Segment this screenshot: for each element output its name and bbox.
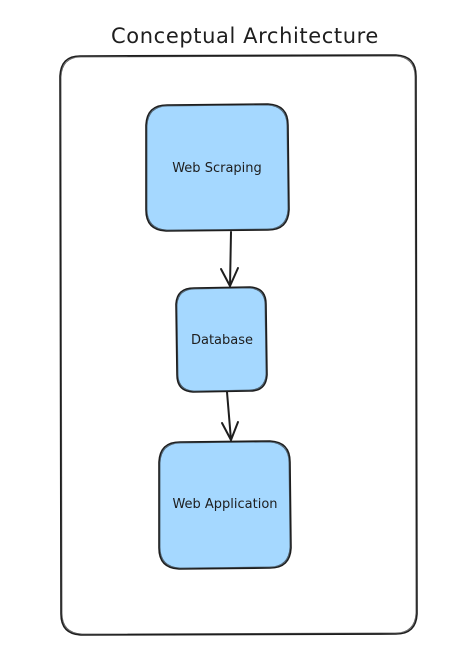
node-web-scraping[interactable]: Web Scraping — [145, 103, 290, 232]
node-label-web-application: Web Application — [172, 497, 277, 512]
node-label-web-scraping: Web Scraping — [172, 161, 262, 176]
node-database[interactable]: Database — [175, 286, 268, 393]
arrow-scraping-to-database — [220, 231, 239, 287]
diagram-title: Conceptual Architecture — [111, 24, 379, 48]
node-web-application[interactable]: Web Application — [158, 440, 292, 570]
node-label-database: Database — [191, 333, 253, 348]
arrow-database-to-webapp — [221, 391, 239, 441]
